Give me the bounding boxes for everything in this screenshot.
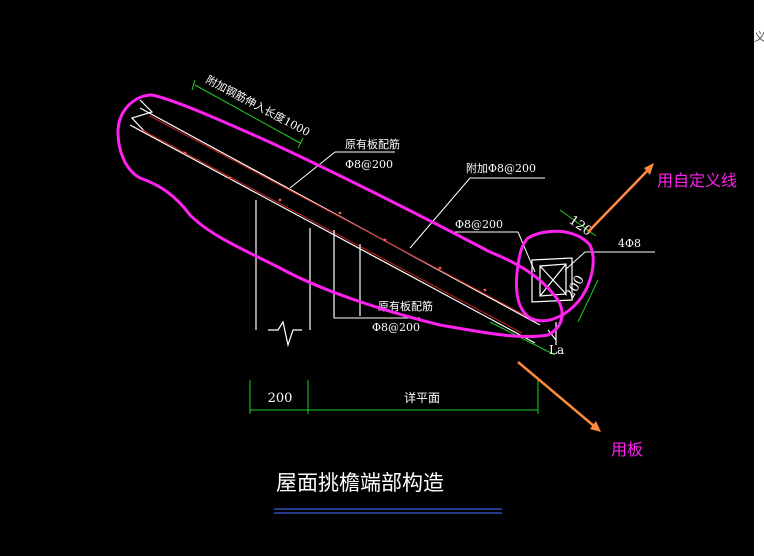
- rebar-lines: [141, 115, 531, 334]
- dim-right-span: 详平面: [404, 390, 440, 405]
- rebar-dots: [183, 151, 487, 292]
- leader-lines: [289, 151, 655, 319]
- label-orig-bottom-spec: Φ8@200: [372, 321, 420, 334]
- dim-left-width: 200: [268, 391, 293, 406]
- label-beam-bars: 4Φ8: [618, 237, 641, 250]
- label-add-anchor: 附加钢筋伸入长度1000: [204, 72, 313, 139]
- arrow-use-slab: [517, 361, 601, 432]
- slab-highlight-outline: [116, 93, 564, 339]
- wall-lines: [255, 200, 361, 348]
- label-orig-top-name: 原有板配筋: [345, 137, 400, 151]
- label-cantilever-bar: Φ8@200: [455, 218, 503, 231]
- edge-beam: [531, 257, 573, 345]
- edge-text-fragment: 义: [754, 30, 764, 44]
- label-add-bar: 附加Φ8@200: [466, 161, 536, 175]
- beam-highlight-outline: [515, 229, 595, 323]
- window-edge-strip: [754, 0, 764, 556]
- annotation-use-slab: 用板: [611, 440, 643, 459]
- arrow-custom-line: [587, 163, 654, 233]
- label-orig-top-spec: Φ8@200: [345, 158, 393, 171]
- drawing-title: 屋面挑檐端部构造: [276, 471, 444, 495]
- dim-anchorage: La: [549, 343, 564, 357]
- label-orig-bottom-name: 原有板配筋: [378, 299, 433, 313]
- annotation-custom-line: 用自定义线: [657, 171, 737, 190]
